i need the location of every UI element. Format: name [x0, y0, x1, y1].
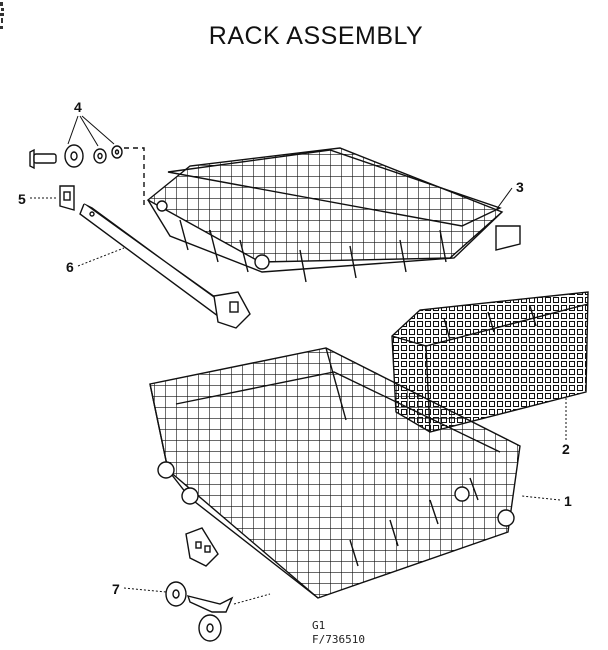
drawing-reference: G1 F/736510 — [312, 619, 365, 647]
leader-4c — [81, 115, 115, 145]
callout-6: 6 — [66, 259, 74, 275]
rack-stop-bracket-part — [59, 185, 75, 211]
stud-and-washers-part — [29, 144, 145, 206]
callout-1: 1 — [564, 493, 572, 509]
leader-7b — [233, 593, 271, 605]
leader-3 — [495, 187, 513, 211]
leader-6 — [77, 247, 125, 267]
callout-3: 3 — [516, 179, 524, 195]
lower-rack-part — [149, 347, 521, 599]
diagram-title: RACK ASSEMBLY — [208, 22, 424, 50]
drawing-code: G1 — [312, 619, 326, 632]
rack-roller-part — [165, 527, 234, 642]
callout-2: 2 — [562, 441, 570, 457]
callout-4: 4 — [74, 99, 82, 115]
drawing-number: F/736510 — [312, 633, 365, 646]
rack-rail-part — [79, 203, 251, 329]
leader-4a — [67, 115, 79, 145]
leader-1 — [521, 495, 561, 501]
scan-edge-mark — [0, 2, 4, 29]
leader-4b — [79, 115, 99, 147]
callout-7: 7 — [112, 581, 120, 597]
leader-lines — [30, 115, 567, 605]
callout-5: 5 — [18, 191, 26, 207]
leader-7 — [123, 587, 167, 593]
upper-rack-part — [146, 147, 521, 283]
